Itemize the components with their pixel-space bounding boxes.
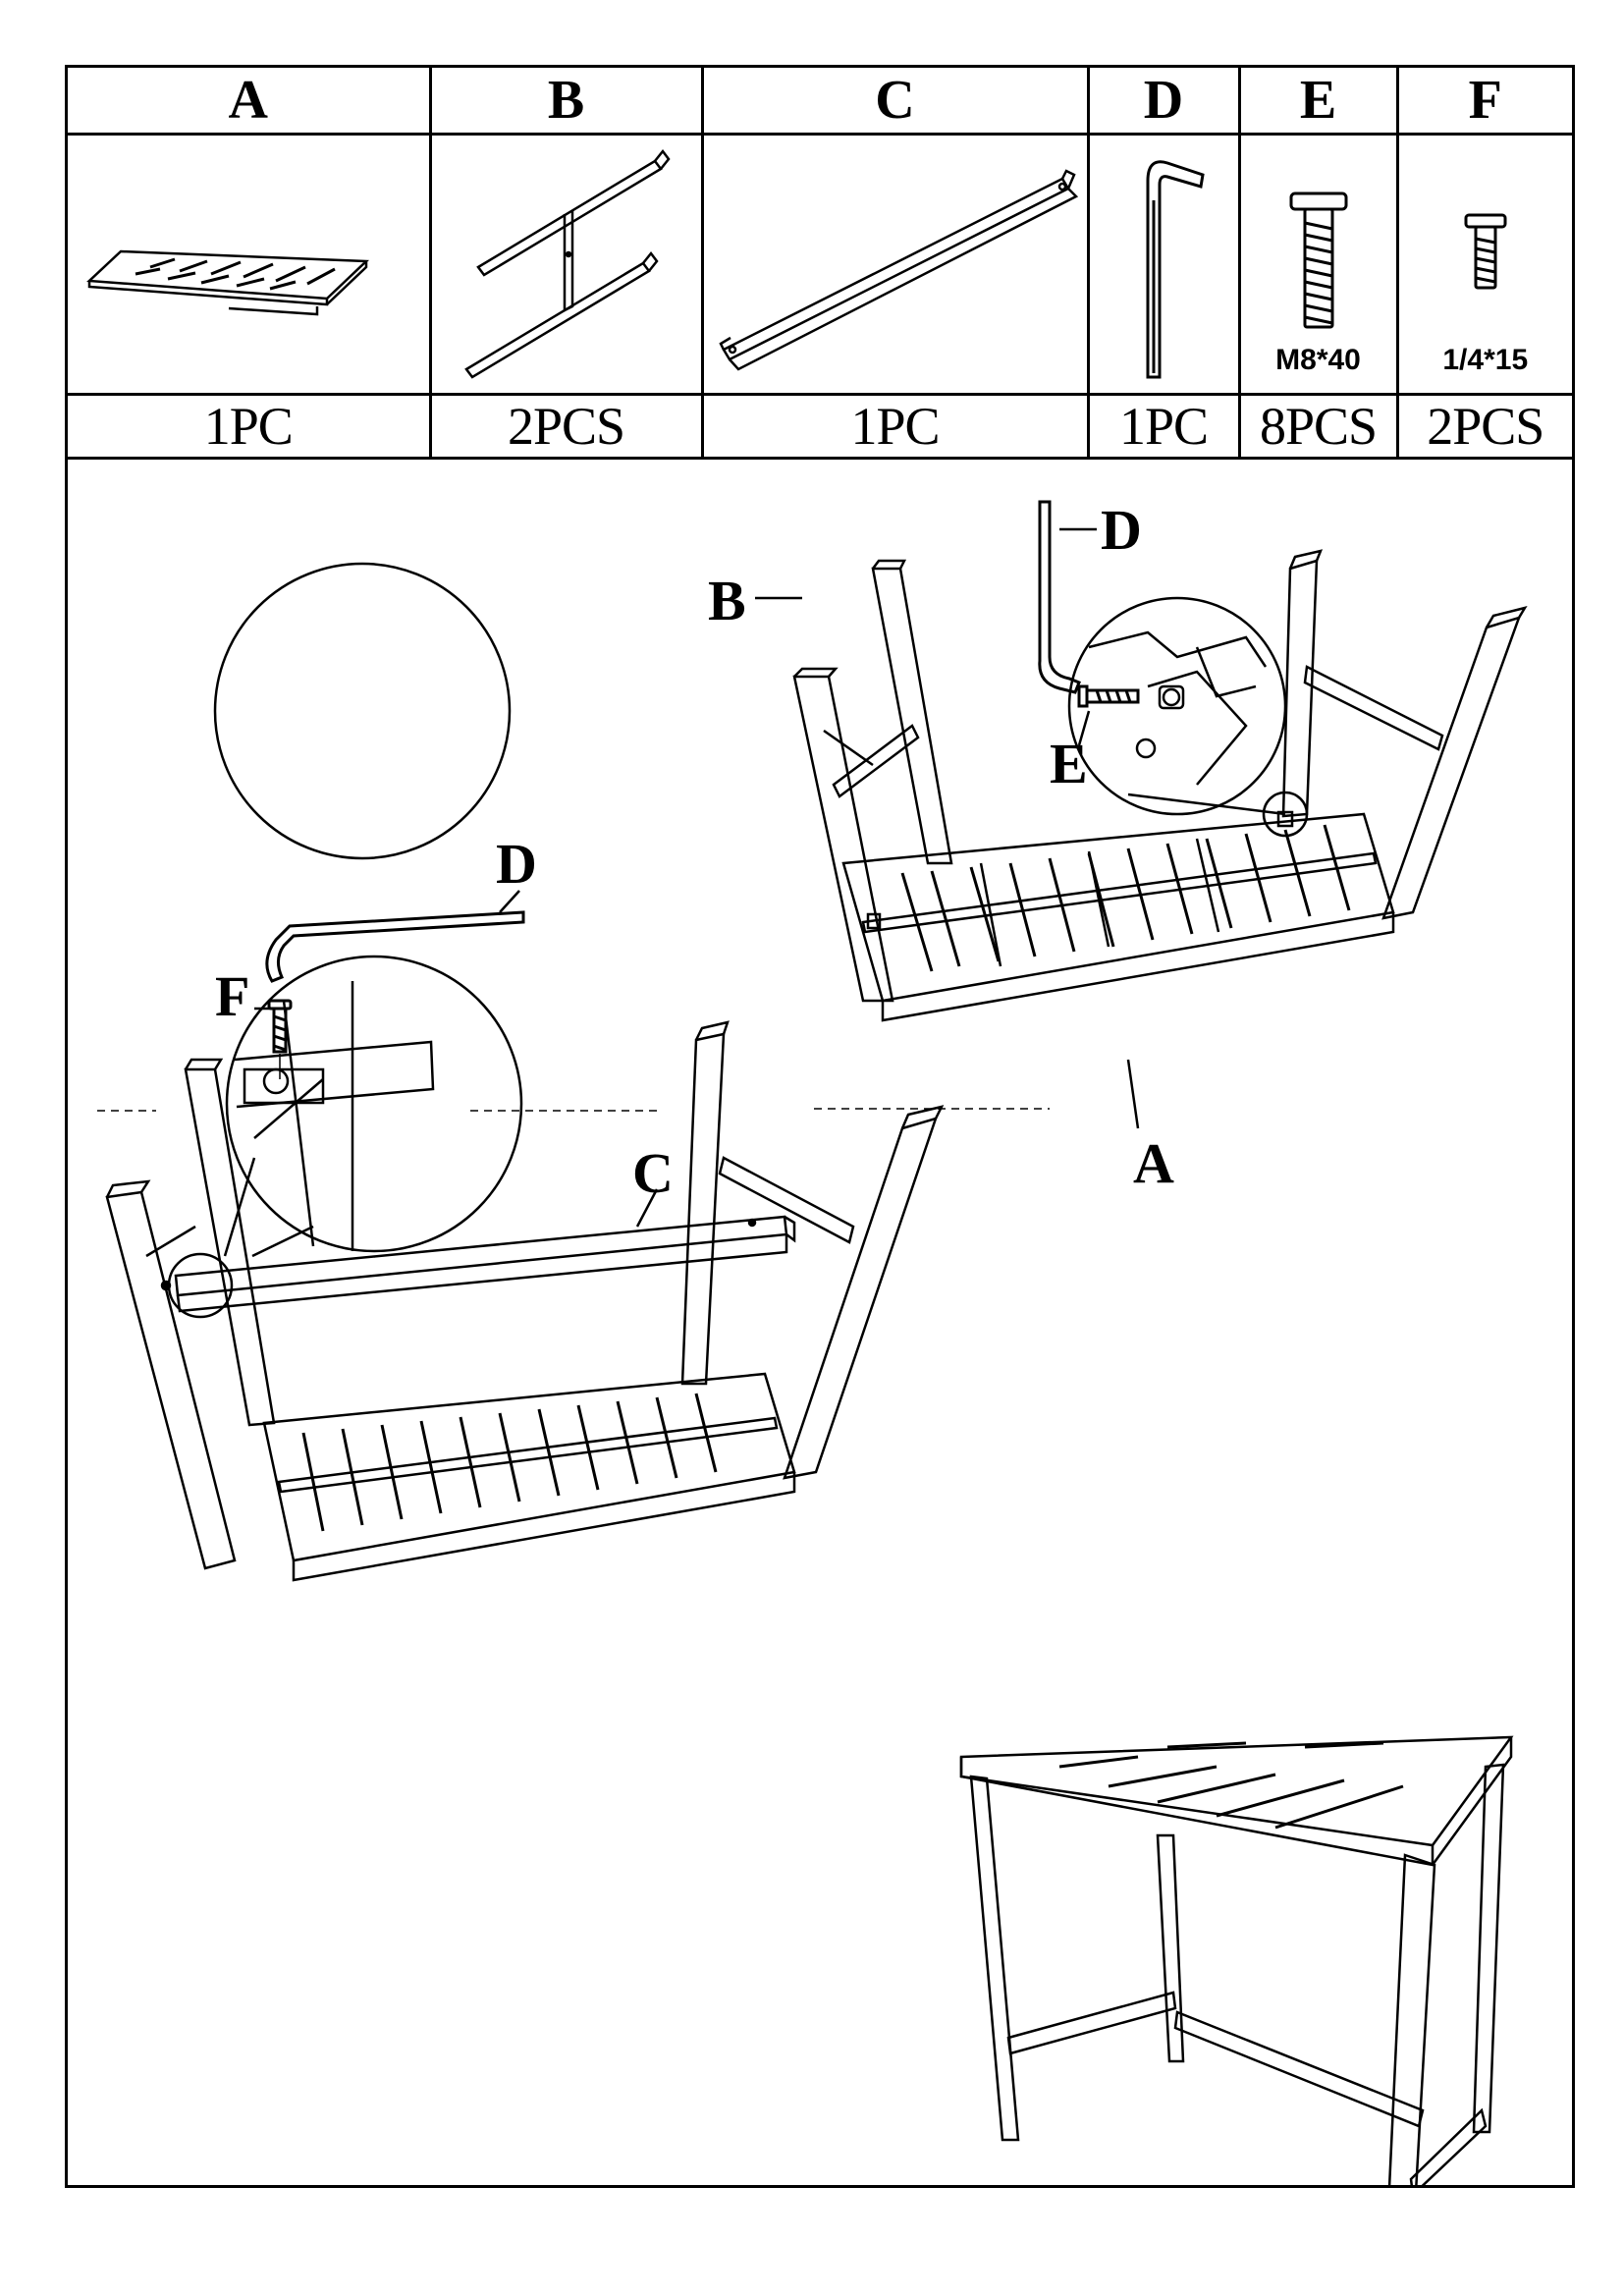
parts-header-row: A B C D E F [68,68,1572,136]
step1-label-a: A [1133,1131,1174,1195]
step2-table-illustration [97,562,945,1582]
part-c-quantity: 1PC [700,393,1090,460]
part-d-cell [1086,133,1241,396]
part-e-spec: M8*40 [1275,344,1361,376]
part-e-cell: M8*40 [1237,133,1399,396]
part-f-letter: F [1395,68,1572,136]
part-b-quantity: 2PCS [428,393,704,460]
parts-image-row: M8*40 1/4*15 [68,133,1572,396]
part-e-letter: E [1237,68,1399,136]
part-c-letter: C [700,68,1090,136]
part-f-cell: 1/4*15 [1395,133,1572,396]
step1-label-e: E [1050,732,1088,795]
crossbar-icon [718,169,1078,371]
part-f-spec: 1/4*15 [1442,344,1529,376]
part-d-quantity: 1PC [1086,393,1241,460]
assembly-diagram: B D E A [97,498,1528,2185]
part-a-letter: A [68,68,432,136]
finished-table-illustration [959,1735,1514,2185]
part-b-letter: B [428,68,704,136]
allen-key-icon [1146,160,1205,379]
step2-label-d: D [496,832,537,896]
part-c-cell [700,133,1090,396]
step2-label-c: C [632,1141,674,1205]
tabletop-icon [85,249,369,316]
step1-table-illustration [755,500,1528,1129]
bolt-icon [1289,191,1347,329]
part-f-quantity: 2PCS [1395,393,1572,460]
parts-table: A B C D E F [68,68,1572,460]
step2-label-f: F [215,964,249,1028]
part-b-cell [428,133,704,396]
step1-label-d: D [1101,498,1142,562]
part-a-cell [68,133,432,396]
screw-icon [1464,213,1507,290]
step1-label-b: B [708,569,746,632]
part-d-letter: D [1086,68,1241,136]
part-a-quantity: 1PC [68,393,432,460]
parts-quantity-row: 1PC 2PCS 1PC 1PC 8PCS 2PCS [68,393,1572,460]
leg-frame-icon [463,148,671,379]
part-e-quantity: 8PCS [1237,393,1399,460]
instruction-sheet: A B C D E F [65,65,1575,2188]
